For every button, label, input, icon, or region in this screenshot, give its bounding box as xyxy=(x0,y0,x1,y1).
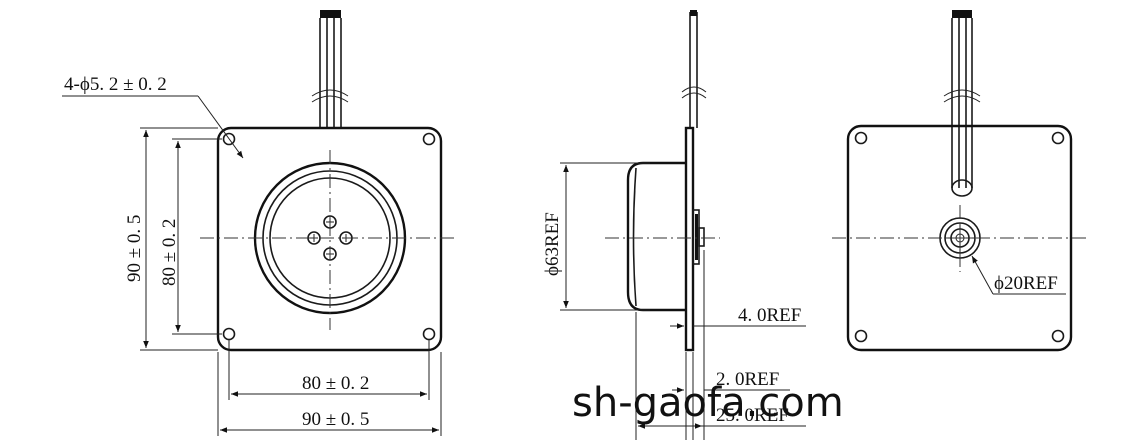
dim-2-ref: 2. 0REF xyxy=(672,369,790,393)
rear-hole-bl xyxy=(854,329,868,343)
rear-cable xyxy=(943,10,981,197)
pitch-width-dimension: 80 ± 0. 2 xyxy=(228,340,430,400)
dim-25-ref-label: 25. 0REF xyxy=(716,405,789,426)
width-label: 90 ± 0. 5 xyxy=(302,409,369,430)
front-plate xyxy=(216,126,443,352)
rear-diameter-callout: ϕ20REF xyxy=(971,255,1066,295)
hole-callout-label: 4-ϕ5. 2 ± 0. 2 xyxy=(64,74,167,95)
pitch-width-label: 80 ± 0. 2 xyxy=(302,373,369,394)
pitch-height-label: 80 ± 0. 2 xyxy=(159,219,180,286)
rear-hole-tr xyxy=(1051,131,1065,145)
side-motor-body xyxy=(626,161,686,312)
outer-height-label: 90 ± 0. 5 xyxy=(124,215,145,282)
rear-view: ϕ20REF xyxy=(832,10,1088,352)
mount-hole-tl xyxy=(222,132,236,146)
mount-hole-bl xyxy=(222,327,236,341)
side-cable xyxy=(681,10,707,128)
pitch-height-dimension: 80 ± 0. 2 xyxy=(159,138,222,335)
dim-4-ref: 4. 0REF xyxy=(635,250,806,440)
hole-callout: 4-ϕ5. 2 ± 0. 2 xyxy=(62,74,244,159)
side-diameter-dimension: ϕ63REF xyxy=(542,162,650,311)
watermark: sh-gaofa.com xyxy=(572,380,844,426)
rear-hole-tl xyxy=(854,131,868,145)
front-view: 4-ϕ5. 2 ± 0. 2 90 ± 0. 5 80 ± 0. 2 80 ± … xyxy=(62,10,458,436)
dim-2-ref-label: 2. 0REF xyxy=(716,369,779,390)
front-cable xyxy=(311,10,349,128)
mount-hole-br xyxy=(422,327,436,341)
dim-25-ref: 25. 0REF xyxy=(638,405,806,429)
height-dimension: 90 ± 0. 5 xyxy=(124,127,218,351)
width-dimension: 90 ± 0. 5 xyxy=(217,352,442,436)
rear-diameter-label: ϕ20REF xyxy=(994,273,1058,294)
mount-hole-tr xyxy=(422,132,436,146)
dim-4-ref-label: 4. 0REF xyxy=(738,305,801,326)
side-diameter-label: ϕ63REF xyxy=(542,212,563,276)
side-plate xyxy=(684,126,695,352)
rear-plate xyxy=(846,124,1073,352)
side-view: ϕ63REF 4. 0REF 2. 0REF 25. 0REF xyxy=(542,10,806,440)
rear-hole-br xyxy=(1051,329,1065,343)
